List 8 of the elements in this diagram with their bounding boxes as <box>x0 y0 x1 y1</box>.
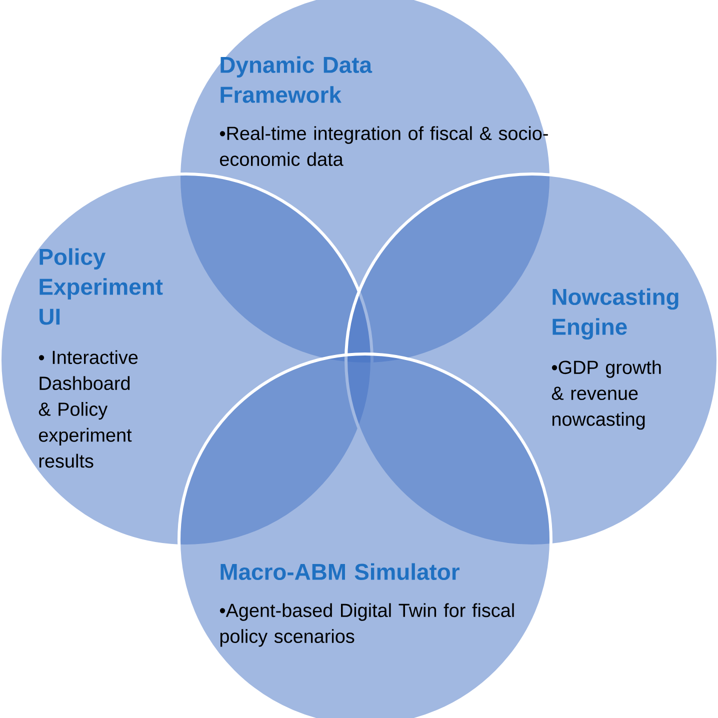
bullet-text: •Agent-based Digital Twin for fiscal policy scenarios <box>220 603 514 647</box>
bullet-text: • Interactive Dashboard & Policy experiment results <box>38 350 138 468</box>
bullet-text: •GDP growth & revenue nowcasting <box>552 360 661 430</box>
circle-heading: Dynamic Data Framework <box>220 56 372 103</box>
bullet-text: •Real-time integration of fiscal & socio-economic data <box>220 126 548 166</box>
circle-heading: Policy Experiment UI <box>40 248 163 325</box>
circle-heading: Nowcasting Engine <box>552 288 678 340</box>
circle-heading: Macro-ABM Simulator <box>220 563 460 580</box>
